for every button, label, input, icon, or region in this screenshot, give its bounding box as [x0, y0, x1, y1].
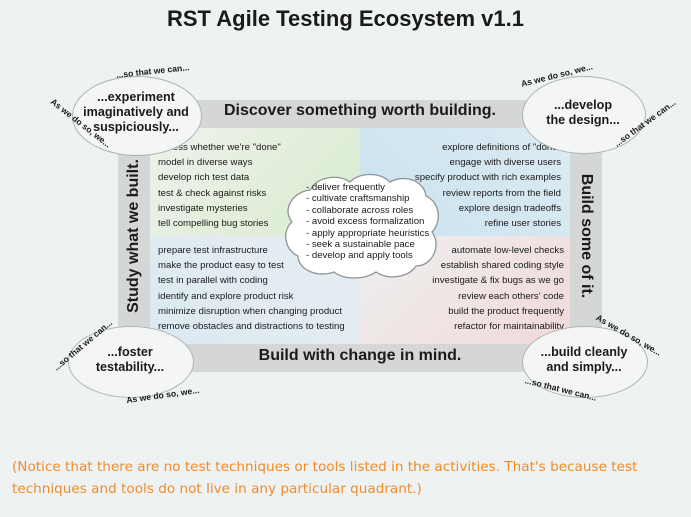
list-item: model in diverse ways [158, 157, 253, 169]
list-item: test in parallel with coding [158, 275, 268, 287]
list-item: minimize disruption when changing produc… [158, 305, 342, 317]
cloud-shape [285, 173, 439, 279]
list-item: remove obstacles and distractions to tes… [158, 321, 345, 333]
list-item: explore design tradeoffs [458, 202, 561, 214]
corner-oval-bottom-left [68, 326, 194, 398]
list-item: - seek a sustainable pace [306, 239, 415, 251]
list-item: investigate & fix bugs as we go [432, 275, 564, 287]
left-band [118, 128, 150, 344]
corner-text-top-right: ...develop the design... [546, 98, 620, 127]
bottom-band [150, 344, 570, 372]
list-item: identify and explore product risk [158, 290, 294, 302]
quadrant-bottom-right-list: automate low-level checks establish shar… [432, 243, 564, 334]
quadrant-bottom-left-list: prepare test infrastructure make the pro… [158, 243, 345, 334]
list-item: - deliver frequently [306, 182, 385, 193]
list-item: assess whether we're "done" [158, 142, 281, 153]
list-item: review reports from the field [442, 187, 561, 199]
list-item: - apply appropriate heuristics [306, 227, 430, 239]
list-item: engage with diverse users [449, 157, 561, 169]
corner-oval-top-left [72, 76, 202, 156]
list-item: establish shared coding style [440, 260, 564, 272]
list-item: - develop and apply tools [306, 250, 413, 262]
list-item: review each others' code [458, 290, 564, 302]
list-item: tell compelling bug stories [158, 218, 269, 230]
top-band [150, 100, 570, 128]
list-item: specify product with rich examples [414, 172, 561, 184]
left-band-label: Study what we built. [125, 159, 142, 313]
top-band-label: Discover something worth building. [223, 102, 496, 119]
list-item: build the product frequently [448, 305, 564, 317]
corner-text-top-left: ...experiment imaginatively and suspicio… [83, 90, 189, 134]
list-item: - collaborate across roles [306, 204, 414, 216]
center-cloud [285, 173, 439, 279]
list-item: - cultivate craftsmanship [306, 193, 410, 205]
quadrant-top-left-list: assess whether we're "done" model in div… [158, 140, 281, 231]
list-item: test & check against risks [158, 187, 267, 199]
list-item: refine user stories [484, 218, 561, 230]
corner-text-bottom-left: ...foster testability... [95, 345, 165, 374]
right-band-label: Build some of it. [578, 173, 595, 299]
bottom-band-label: Build with change in mind. [258, 347, 462, 364]
diagram-title: RST Agile Testing Ecosystem v1.1 [166, 6, 524, 31]
list-item: investigate mysteries [158, 202, 248, 214]
quadrant-top-right-list: explore definitions of "done" engage wit… [415, 140, 561, 231]
right-band [570, 128, 602, 344]
list-item: develop rich test data [158, 172, 250, 184]
corner-text-bottom-right: ...build cleanly and simply... [540, 345, 628, 374]
list-item: - avoid excess formalization [306, 216, 425, 228]
list-item: explore definitions of "done" [442, 142, 561, 153]
center-cloud-list: - deliver frequently - cultivate craftsm… [306, 182, 429, 262]
list-item: automate low-level checks [451, 245, 564, 256]
list-item: refactor for maintainability [454, 321, 564, 333]
corner-oval-bottom-right [522, 326, 648, 398]
list-item: make the product easy to test [158, 260, 284, 272]
footnote: (Notice that there are no test technique… [12, 459, 638, 497]
corner-oval-top-right [522, 76, 646, 154]
list-item: prepare test infrastructure [158, 245, 268, 256]
